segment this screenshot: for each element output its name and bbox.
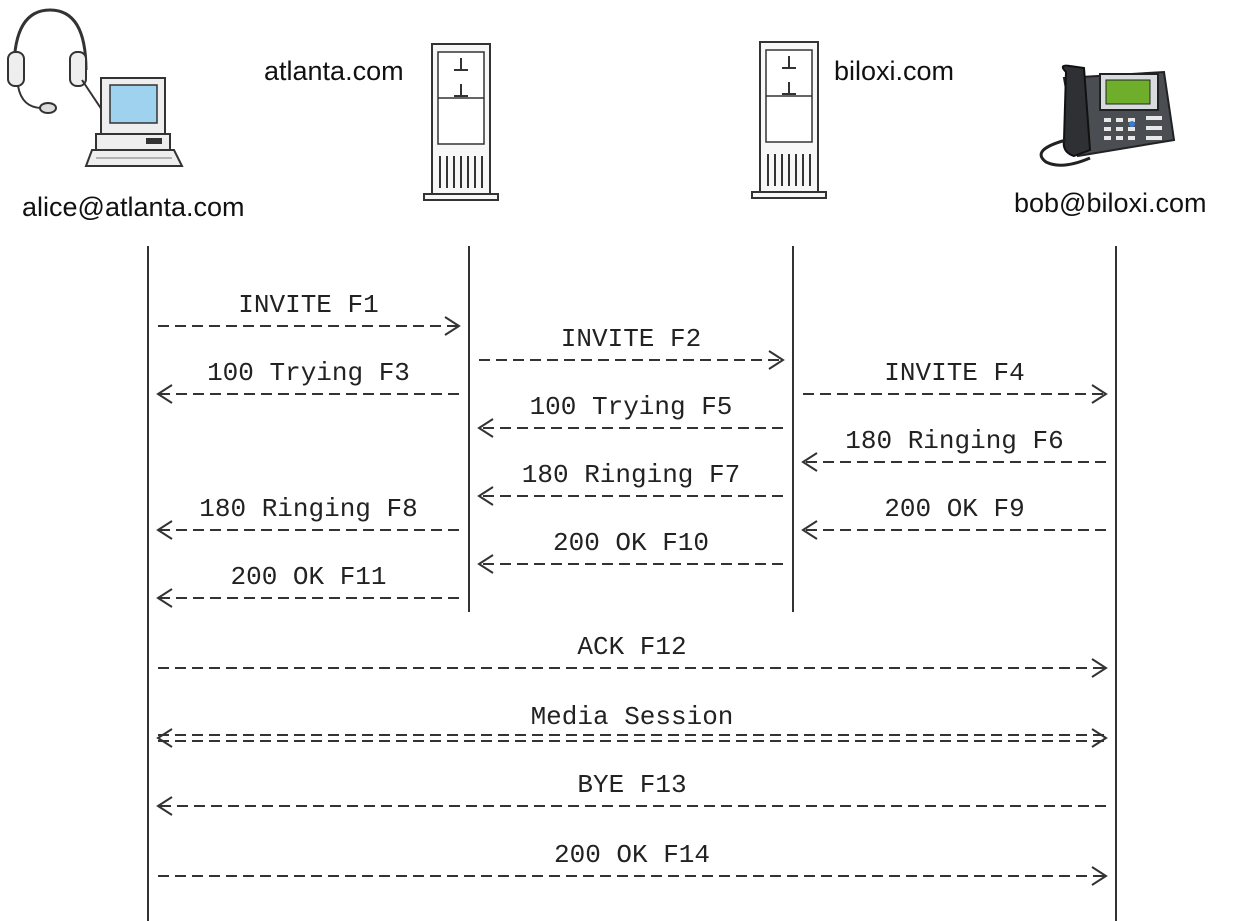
ip-desk-phone-icon	[1039, 64, 1176, 167]
message-4: INVITE F4	[803, 358, 1108, 404]
arrowhead	[156, 520, 173, 540]
message-label: 200 OK F10	[553, 528, 709, 558]
message-2: INVITE F2	[479, 324, 785, 370]
message-label: Media Session	[531, 702, 734, 732]
arrowhead	[1091, 658, 1108, 678]
message-label: 200 OK F11	[230, 562, 386, 592]
bob-label: bob@biloxi.com	[1014, 188, 1207, 218]
arrowhead	[1091, 728, 1108, 748]
alice-label: alice@atlanta.com	[22, 192, 245, 222]
message-1: INVITE F1	[158, 290, 461, 336]
arrowhead	[156, 384, 173, 404]
arrowhead	[156, 588, 173, 608]
arrowhead	[801, 520, 818, 540]
server-icon	[751, 41, 827, 199]
message-15: 200 OK F14	[158, 840, 1108, 886]
message-12: ACK F12	[158, 632, 1108, 678]
message-9: 200 OK F9	[801, 494, 1106, 540]
message-8: 180 Ringing F8	[156, 494, 459, 540]
atlanta-proxy-label: atlanta.com	[264, 56, 404, 86]
arrowhead	[444, 316, 461, 336]
message-13: Media Session	[156, 702, 1108, 748]
biloxi-proxy-label: biloxi.com	[834, 56, 955, 86]
message-7: 180 Ringing F7	[477, 460, 783, 506]
message-label: INVITE F1	[238, 290, 378, 320]
message-label: INVITE F4	[884, 358, 1024, 388]
arrowhead	[1091, 866, 1108, 886]
message-label: 100 Trying F5	[530, 392, 733, 422]
arrowhead	[477, 486, 494, 506]
message-label: INVITE F2	[561, 324, 701, 354]
message-14: BYE F13	[156, 770, 1106, 816]
arrowhead	[768, 350, 785, 370]
arrowhead	[156, 728, 173, 748]
message-11: 200 OK F11	[156, 562, 459, 608]
arrowhead	[477, 418, 494, 438]
arrowhead	[801, 452, 818, 472]
message-label: BYE F13	[577, 770, 686, 800]
message-label: 200 OK F9	[884, 494, 1024, 524]
message-6: 180 Ringing F6	[801, 426, 1106, 472]
arrowhead	[477, 554, 494, 574]
message-label: 180 Ringing F8	[199, 494, 417, 524]
message-label: 180 Ringing F7	[522, 460, 740, 490]
server-icon	[423, 43, 499, 201]
message-label: ACK F12	[577, 632, 686, 662]
arrowhead	[1091, 384, 1108, 404]
message-label: 100 Trying F3	[207, 358, 410, 388]
message-label: 180 Ringing F6	[845, 426, 1063, 456]
computer-with-headset-icon	[7, 8, 184, 167]
arrowhead	[156, 796, 173, 816]
message-10: 200 OK F10	[477, 528, 783, 574]
message-label: 200 OK F14	[554, 840, 710, 870]
message-3: 100 Trying F3	[156, 358, 459, 404]
message-5: 100 Trying F5	[477, 392, 783, 438]
